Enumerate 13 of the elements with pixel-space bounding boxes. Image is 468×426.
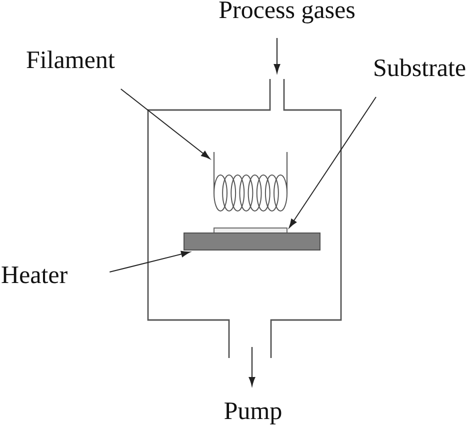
flow-arrow [274,38,280,74]
flow-arrow [248,346,256,386]
leader-arrow [288,96,376,228]
leader-arrow [109,250,190,272]
flow-label: Process gases [219,2,354,24]
chamber-outline [147,79,342,358]
part-label: Filament [26,50,115,68]
heater-plate [184,232,320,250]
part-label: Heater [2,266,68,284]
flow-label: Pump [224,402,282,424]
leader-arrow [120,88,210,160]
filament-coil [214,152,288,212]
part-label: Substrate [374,58,466,76]
